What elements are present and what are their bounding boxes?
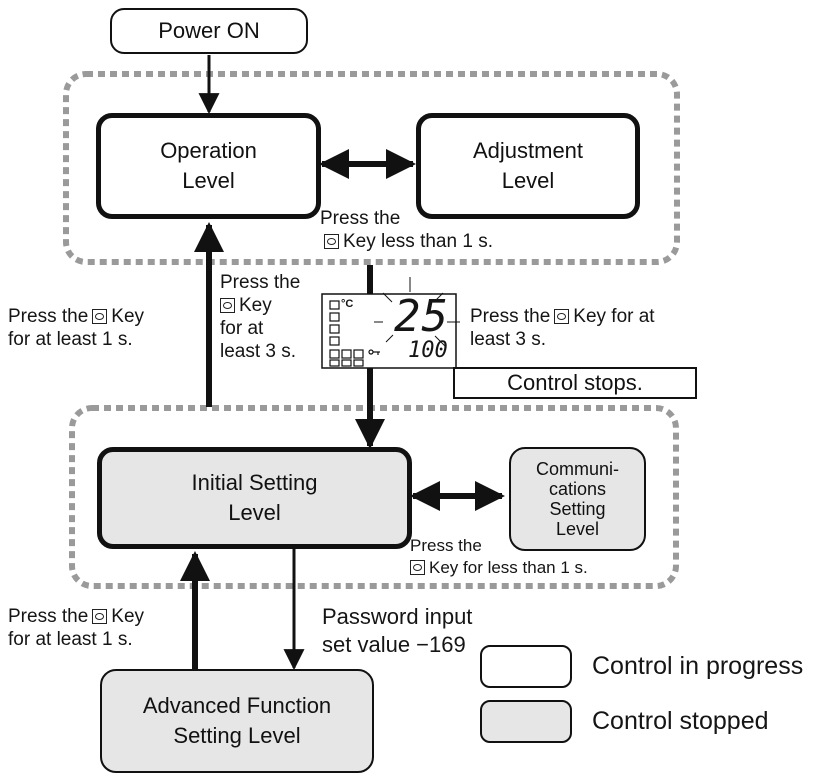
node-initial-setting-level: Initial Setting Level [97, 447, 412, 549]
legend-label-progress: Control in progress [592, 652, 804, 680]
node-advanced-line1: Advanced Function [142, 693, 332, 718]
node-initial-line2: Level [228, 500, 281, 525]
group-control-stopped [69, 405, 679, 589]
node-operation-level: Operation Level [96, 113, 321, 219]
legend-swatch-progress [480, 645, 572, 688]
label-left-top-line2: for at least 1 s. [8, 329, 133, 350]
node-initial-line1: Initial Setting [191, 470, 318, 495]
node-power-on: Power ON [110, 8, 308, 54]
label-init-to-op-line1: Press the [220, 272, 301, 293]
node-comm-line2: cations [548, 479, 607, 499]
label-left-bottom-line2: for at least 1 s. [8, 629, 133, 650]
key-icon [92, 609, 108, 624]
group-control-in-progress [63, 71, 680, 265]
key-icon [220, 298, 235, 313]
label-op-adj-line1: Press the [320, 208, 401, 229]
node-adjustment-line1: Adjustment [472, 138, 584, 163]
label-init-to-op-line2: Key [216, 294, 272, 317]
key-icon [324, 234, 339, 249]
controller-display [321, 277, 460, 369]
label-password-line2: set value −169 [322, 632, 466, 657]
node-operation-line1: Operation [160, 138, 257, 163]
key-icon [92, 309, 108, 324]
label-op-adj-line2: Key less than 1 s. [320, 230, 493, 253]
node-adjustment-level: Adjustment Level [416, 113, 640, 219]
node-comm-line1: Communi- [535, 459, 619, 479]
key-icon [410, 560, 425, 575]
node-advanced-function-setting-level: Advanced Function Setting Level [100, 669, 374, 773]
label-init-to-op-line3: for at [220, 318, 264, 339]
label-control-stops: Control stops. [453, 367, 697, 399]
node-comm-line4: Level [555, 519, 600, 539]
legend-label-stopped: Control stopped [592, 707, 769, 735]
node-advanced-line2: Setting Level [173, 723, 301, 748]
legend-swatch-stopped [480, 700, 572, 743]
label-display-line2: least 3 s. [470, 329, 547, 350]
key-icon [554, 309, 570, 324]
node-adjustment-line2: Level [501, 168, 555, 193]
display-pv: 25 [394, 291, 449, 342]
label-init-comm-line1: Press the [410, 536, 482, 555]
label-init-comm-line2: Key for less than 1 s. [406, 556, 588, 579]
node-communications-setting-level: Communi- cations Setting Level [509, 447, 646, 551]
display-unit: °C [341, 298, 354, 310]
node-operation-line2: Level [182, 168, 235, 193]
label-password-line1: Password input [322, 604, 473, 629]
display-sv: 100 [408, 338, 448, 363]
label-init-to-op-line4: least 3 s. [220, 341, 297, 362]
node-comm-line3: Setting [549, 499, 606, 519]
